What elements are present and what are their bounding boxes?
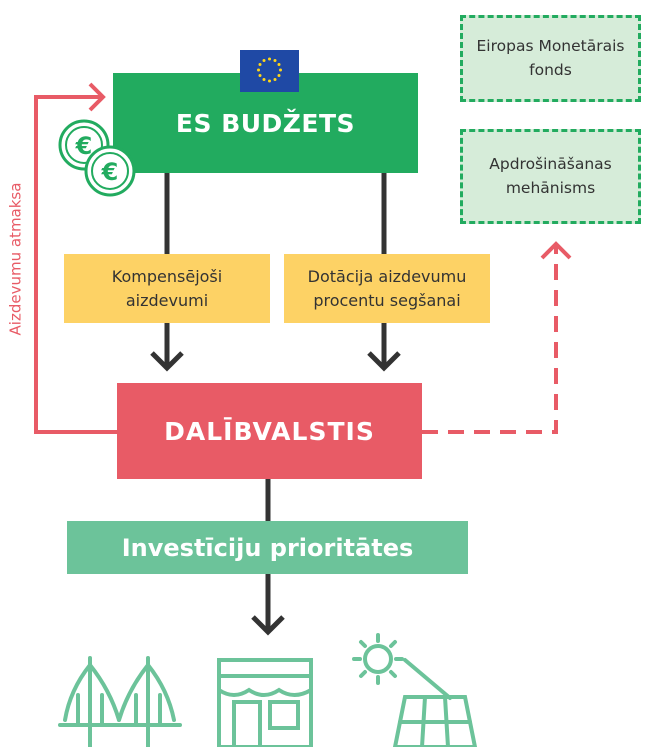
bridge-icon <box>58 656 182 747</box>
compensating-loans-box: Kompensējoši aizdevumi <box>64 254 270 323</box>
budget-connectors <box>150 173 401 636</box>
interest-subsidy-label: Dotācija aizdevumu procentu segšanai <box>307 267 467 310</box>
svg-text:€: € <box>75 132 93 160</box>
external-bodies-dashed-arrow <box>422 241 572 434</box>
investment-priorities-box: Investīciju prioritātes <box>67 521 468 574</box>
insurance-mechanism-box: Apdrošināšanas mehānisms <box>460 129 641 224</box>
european-monetary-fund-label: Eiropas Monetārais fonds <box>476 37 625 79</box>
interest-subsidy-box: Dotācija aizdevumu procentu segšanai <box>284 254 490 323</box>
solar-panel-icon <box>352 633 478 747</box>
svg-text:€: € <box>101 158 119 186</box>
euro-coins-icon: € € <box>58 119 136 197</box>
member-states-box: DALĪBVALSTIS <box>117 383 422 479</box>
compensating-loans-label: Kompensējoši aizdevumi <box>111 267 223 310</box>
insurance-mechanism-label: Apdrošināšanas mehānisms <box>489 155 612 197</box>
eu-budget-label: ES BUDŽETS <box>175 108 356 138</box>
member-states-label: DALĪBVALSTIS <box>164 416 375 446</box>
investment-priorities-label: Investīciju prioritātes <box>121 533 414 562</box>
eu-flag-icon <box>240 50 299 92</box>
european-monetary-fund-box: Eiropas Monetārais fonds <box>460 15 641 102</box>
loan-repayment-arrow <box>34 82 117 434</box>
shop-icon <box>217 658 313 747</box>
